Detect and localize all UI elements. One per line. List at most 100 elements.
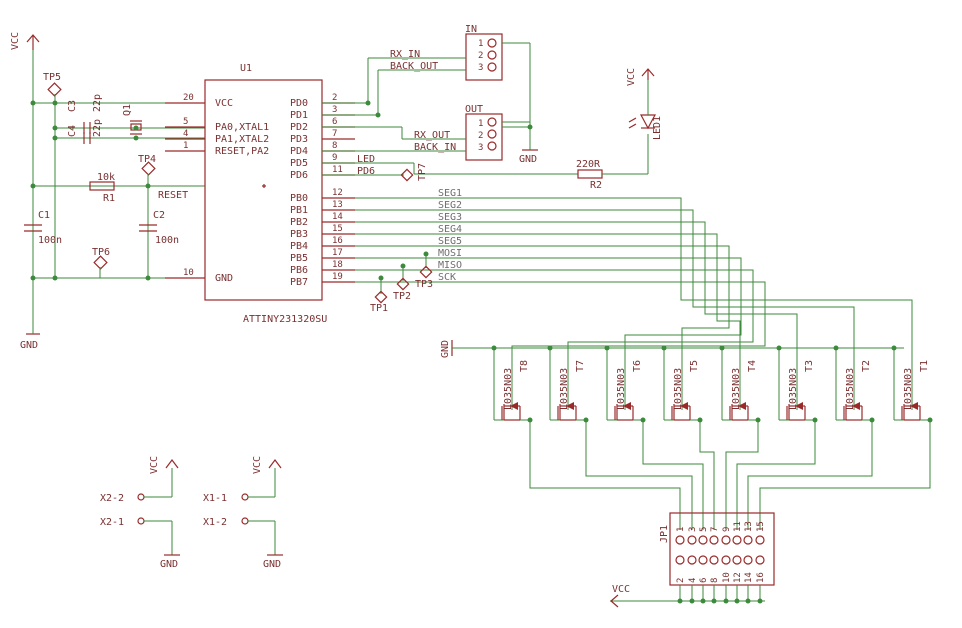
- jp1-pin-number: 14: [744, 572, 754, 583]
- jp1-pin-5: [698, 535, 708, 545]
- jp1-pin-number: 11: [733, 521, 743, 532]
- svg-text:OUT: OUT: [465, 104, 483, 115]
- chip-pin-name: GND: [215, 273, 233, 284]
- jp1-pin-3: [687, 535, 697, 545]
- test-point-tp4: TP4: [138, 154, 156, 176]
- chip-pin-name: PD5: [290, 158, 308, 169]
- svg-text:VCC: VCC: [149, 456, 160, 474]
- chip-pin-number: 15: [332, 224, 343, 234]
- net-label: SEG4: [438, 224, 462, 235]
- chip-pin-number: 7: [332, 129, 337, 139]
- chip-pin-number: 4: [183, 129, 188, 139]
- svg-text:TP2: TP2: [393, 291, 411, 302]
- svg-text:RX_IN: RX_IN: [390, 49, 420, 60]
- svg-text:C3: C3: [67, 100, 78, 112]
- chip-pin-name: VCC: [215, 98, 233, 109]
- svg-text:X2-2: X2-2: [100, 493, 124, 504]
- pad-x2-2: X2-2: [100, 493, 145, 504]
- svg-text:TP7: TP7: [417, 163, 428, 181]
- jp1-pin-15: [755, 535, 765, 545]
- gnd-symbol-left: GND: [20, 333, 40, 351]
- header-jp1: JP1: [659, 512, 775, 586]
- jp1-pin-13: [743, 535, 753, 545]
- svg-text:GND: GND: [263, 559, 281, 570]
- svg-text:VCC: VCC: [10, 32, 21, 50]
- jp1-pin-number: 5: [699, 527, 709, 532]
- chip-pin-name: PB1: [290, 205, 308, 216]
- vcc-symbol-left: VCC: [10, 32, 40, 50]
- chip-pin-number: 8: [332, 141, 337, 151]
- pad-x1-2: X1-2: [203, 517, 249, 528]
- chip-pin-name: PA1,XTAL2: [215, 134, 269, 145]
- jp1-pin-14: [743, 555, 753, 565]
- jp1-pin-number: 8: [710, 578, 720, 583]
- svg-text:ATTINY231320SU: ATTINY231320SU: [243, 314, 327, 325]
- test-point-tp3: TP3: [415, 251, 433, 290]
- svg-text:TP5: TP5: [43, 72, 61, 83]
- chip-pin-number: 2: [332, 93, 337, 103]
- jp1-pin-4: [687, 555, 697, 565]
- jp1-pin-12: [732, 555, 742, 565]
- svg-text:U1: U1: [240, 63, 252, 74]
- net-label: SEG1: [438, 188, 462, 199]
- jp1-pin-6: [698, 555, 708, 565]
- jp1-pin-number: 3: [688, 527, 698, 532]
- chip-pin-name: PD3: [290, 134, 308, 145]
- mosfet-value: L035N03: [616, 368, 627, 410]
- mosfet-value: L035N03: [731, 368, 742, 410]
- jp1-pin-10: [721, 555, 731, 565]
- mosfet-ref: T4: [747, 360, 758, 372]
- svg-text:3: 3: [478, 63, 483, 73]
- svg-text:2: 2: [478, 131, 483, 141]
- mosfet-t4: L035N03 T4: [719, 345, 761, 423]
- jp1-pin-number: 6: [699, 578, 709, 583]
- svg-text:GND: GND: [160, 559, 178, 570]
- chip-pin-name: RESET,PA2: [215, 146, 269, 157]
- jp1-pin-number: 2: [676, 578, 686, 583]
- chip-pin-name: PB0: [290, 193, 308, 204]
- jp1-pin-11: [732, 535, 742, 545]
- svg-text:VCC: VCC: [612, 584, 630, 595]
- svg-text:BACK_OUT: BACK_OUT: [390, 61, 438, 72]
- chip-pin-name: PB5: [290, 253, 308, 264]
- test-point-tp5: TP5: [43, 72, 62, 97]
- chip-pin-name: PD0: [290, 98, 308, 109]
- test-point-tp7: TP7: [400, 163, 428, 182]
- net-label: MOSI: [438, 248, 462, 259]
- chip-pin-number: 5: [183, 117, 188, 127]
- chip-pin-name: PD6: [290, 170, 308, 181]
- chip-pin-number: 14: [332, 212, 343, 222]
- chip-pin-name: PB3: [290, 229, 308, 240]
- test-point-tp1: TP1: [370, 275, 388, 314]
- svg-text:X2-1: X2-1: [100, 517, 124, 528]
- mosfet-value: L035N03: [788, 368, 799, 410]
- chip-pin-number: 12: [332, 188, 343, 198]
- svg-text:22p: 22p: [92, 119, 103, 137]
- jp1-pin-8: [709, 555, 719, 565]
- mosfet-ref: T1: [919, 360, 930, 372]
- chip-right-pins: 2PD03PD16PD27PD38PD49PD511PD612PB013PB11…: [290, 93, 355, 288]
- svg-text:IN: IN: [465, 24, 477, 35]
- jp1-pin-number: 10: [722, 572, 732, 583]
- chip-pin-number: 16: [332, 236, 343, 246]
- jp1-pin-2: [675, 555, 685, 565]
- gnd-symbol-x2: GND: [160, 554, 180, 570]
- jp1-pin-9: [721, 535, 731, 545]
- svg-text:C4: C4: [67, 125, 78, 137]
- gnd-symbol-conn: GND: [519, 149, 538, 165]
- chip-pin-name: PD1: [290, 110, 308, 121]
- svg-text:X1-2: X1-2: [203, 517, 227, 528]
- svg-text:R2: R2: [590, 180, 602, 191]
- gnd-symbol-mosfets: GND: [440, 340, 453, 358]
- vcc-symbol-x1: VCC: [252, 456, 282, 474]
- svg-text:RESET: RESET: [158, 190, 188, 201]
- crystal-q1: Q1: [122, 104, 142, 135]
- chip-pin-number: 19: [332, 272, 343, 282]
- mosfet-value: L035N03: [559, 368, 570, 410]
